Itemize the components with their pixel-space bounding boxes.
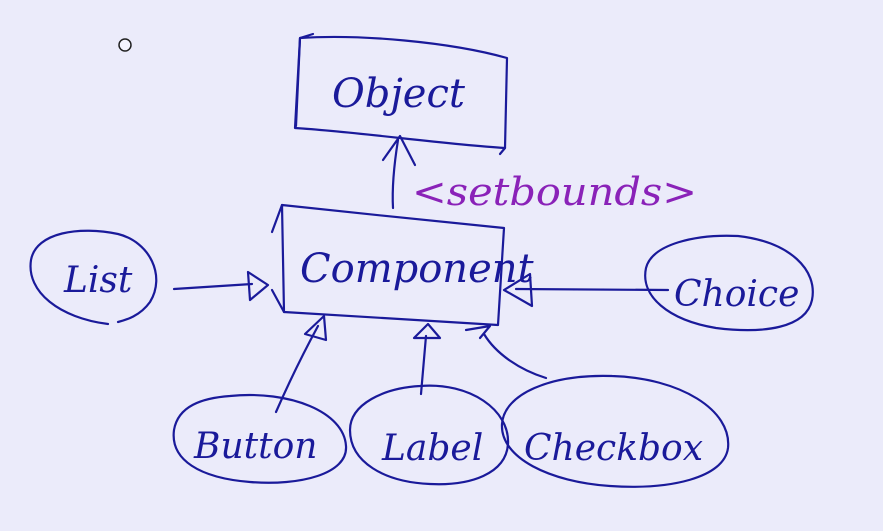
button-label: Button (193, 426, 317, 467)
node-list: List (29, 229, 158, 326)
button-ellipse (172, 394, 348, 484)
edge-checkbox-component (464, 324, 548, 380)
edge-button-component (274, 314, 328, 414)
component-box (280, 203, 506, 327)
node-label: Label (348, 384, 510, 486)
label-ellipse (348, 384, 510, 486)
node-object: Object (293, 32, 509, 156)
annotation-label: <setbounds> (412, 170, 697, 214)
node-button: Button (172, 394, 348, 484)
node-choice: Choice (644, 234, 814, 332)
choice-label: Choice (674, 274, 799, 315)
edge-component-object (381, 134, 417, 210)
label-label: Label (381, 428, 483, 469)
checkbox-label: Checkbox (524, 428, 703, 469)
cursor-dot (118, 38, 132, 52)
choice-ellipse (644, 234, 814, 332)
annotation-setbounds: <setbounds> (412, 170, 697, 214)
edge-choice-component (502, 272, 670, 308)
checkbox-ellipse (500, 374, 730, 488)
node-component: Component (270, 203, 535, 327)
list-label: List (63, 260, 133, 301)
list-ellipse (29, 229, 158, 326)
edge-list-component (172, 270, 270, 302)
edge-label-component (412, 322, 442, 396)
object-label: Object (332, 71, 466, 117)
node-checkbox: Checkbox (500, 374, 730, 488)
component-label: Component (300, 246, 535, 292)
